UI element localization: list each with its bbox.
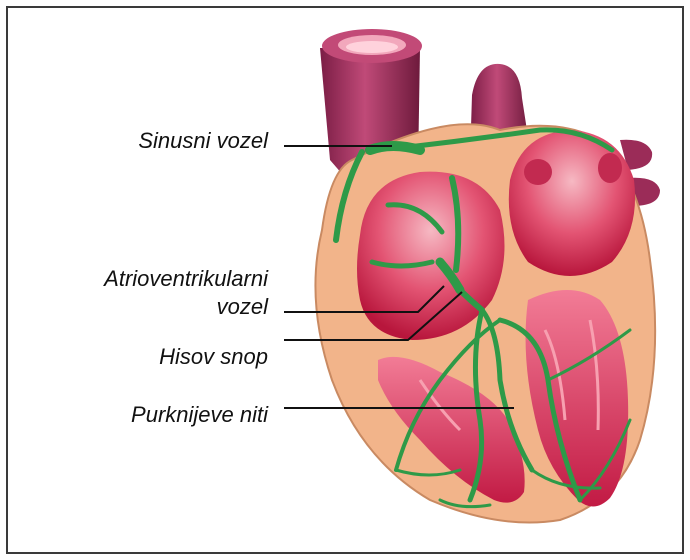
label-av-vozel-line1: Atrioventrikularni — [104, 266, 268, 292]
label-sinusni-vozel: Sinusni vozel — [138, 128, 268, 154]
label-hisov-snop: Hisov snop — [159, 344, 268, 370]
left-atrium — [509, 130, 635, 276]
label-av-vozel-line2: vozel — [217, 294, 268, 320]
vein-opening — [598, 153, 622, 183]
vein-opening — [524, 159, 552, 185]
label-column: Sinusni vozel Atrioventrikularni vozel H… — [40, 0, 268, 560]
label-purkinje: Purknijeve niti — [131, 402, 268, 428]
